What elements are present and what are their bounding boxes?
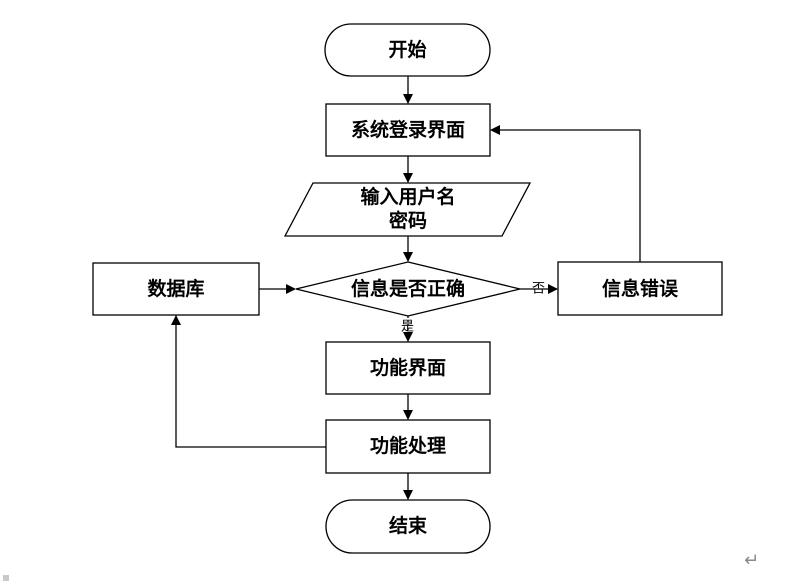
decision-node: 信息是否正确 [295,261,521,317]
function-process-node: 功能处理 [325,419,491,474]
end-node: 结束 [325,499,491,554]
login-page-label: 系统登录界面 [351,118,465,141]
edge-label-no: 否 [532,282,545,297]
database-label: 数据库 [147,277,204,300]
edge-error-to-login [490,125,641,262]
login-page-node: 系统登录界面 [325,103,491,157]
function-process-label: 功能处理 [370,434,446,457]
input-label-line2: 密码 [389,209,427,232]
error-label: 信息错误 [602,277,679,300]
edge-process-to-database [171,315,326,448]
start-node: 开始 [324,23,491,77]
error-node: 信息错误 [557,261,723,316]
function-page-node: 功能界面 [325,341,491,395]
input-label-line1: 输入用户名 [360,185,455,208]
function-page-label: 功能界面 [370,356,446,379]
input-node: 输入用户名 密码 [283,182,532,237]
start-label: 开始 [388,38,426,61]
paragraph-return-mark: ↵ [744,550,760,571]
database-node: 数据库 [92,262,260,316]
decision-label: 信息是否正确 [351,277,465,300]
end-label: 结束 [389,514,428,537]
edge-label-yes: 是 [401,320,414,335]
corner-marker [3,575,9,581]
